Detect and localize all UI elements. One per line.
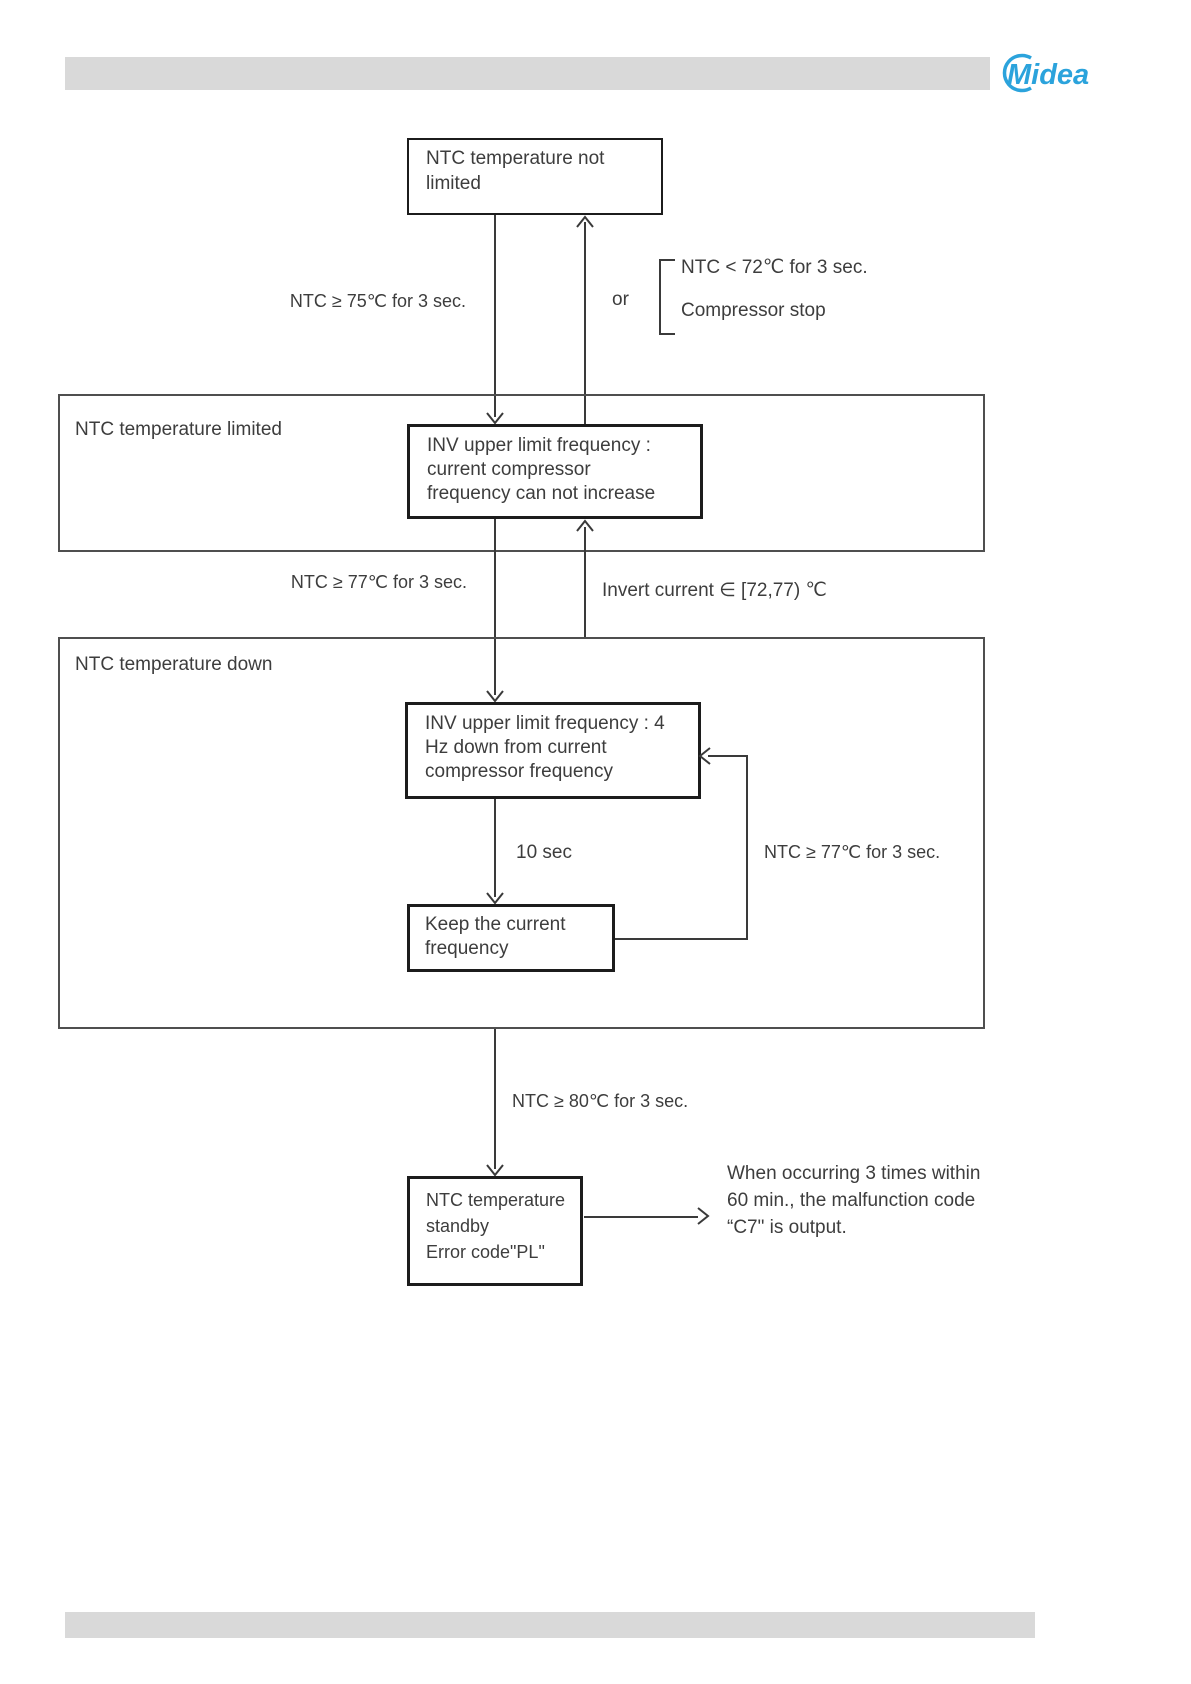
condition-label-ntc-ge-75: NTC ≥ 75℃ for 3 sec. (289, 291, 466, 311)
malfunction-note: When occurring 3 times within 60 min., t… (727, 1163, 981, 1238)
condition-label-ntc-ge-80: NTC ≥ 80℃ for 3 sec. (512, 1091, 689, 1111)
flow-box-ntc-not-limited: NTC temperature not limited (407, 138, 663, 215)
flow-line-down-4 (494, 1029, 496, 1169)
arrowhead-down-icon (486, 690, 504, 703)
arrowhead-down-icon (486, 892, 504, 905)
flow-box-keep-frequency: Keep the current frequency (407, 904, 615, 972)
flow-box-inv-limit-4hz: INV upper limit frequency : 4 Hz down fr… (405, 702, 701, 799)
flow-box-inv-limit-current: INV upper limit frequency : current comp… (407, 424, 703, 519)
feedback-line-bottom (615, 938, 748, 940)
midea-logo-circle-icon (1002, 53, 1032, 93)
or-label: or (612, 289, 629, 310)
arrowhead-right-icon (697, 1207, 710, 1225)
flow-line-up-2 (584, 527, 586, 637)
arrowhead-up-icon (576, 519, 594, 532)
arrowhead-down-icon (486, 412, 504, 425)
state-container-ntc-down-title: NTC temperature down (75, 654, 273, 675)
condition-label-compressor-stop: Compressor stop (681, 300, 826, 321)
bracket-bottom-tick (659, 333, 675, 335)
midea-logo-text: Midea (1007, 59, 1089, 91)
note-arrow-line (584, 1216, 698, 1218)
bracket-top-tick (659, 259, 675, 261)
header-bar (65, 57, 990, 90)
arrowhead-left-icon (698, 747, 711, 765)
flow-line-down-3 (494, 799, 496, 897)
bracket-shape (659, 259, 661, 335)
state-container-ntc-limited-title: NTC temperature limited (75, 419, 282, 440)
feedback-line-top (708, 755, 748, 757)
condition-label-ntc-ge-77-left: NTC ≥ 77℃ for 3 sec. (290, 572, 467, 592)
flow-line-down-1 (494, 215, 496, 417)
condition-label-10-sec: 10 sec (516, 842, 572, 863)
midea-logo: Midea (1002, 53, 1089, 93)
flow-line-up-1 (584, 222, 586, 424)
feedback-line-vertical (746, 756, 748, 940)
arrowhead-up-icon (576, 215, 594, 228)
flow-line-down-2 (494, 519, 496, 695)
arrowhead-down-icon (486, 1164, 504, 1177)
condition-label-invert-current: Invert current ∈ [72,77) ℃ (602, 580, 827, 601)
state-container-ntc-limited (58, 394, 985, 552)
flow-box-ntc-standby: NTC temperature standby Error code"PL" (407, 1176, 583, 1286)
condition-label-ntc-ge-77-right: NTC ≥ 77℃ for 3 sec. (764, 842, 941, 862)
footer-bar (65, 1612, 1035, 1638)
condition-label-ntc-lt-72: NTC < 72℃ for 3 sec. (681, 257, 868, 278)
state-container-ntc-down (58, 637, 985, 1029)
